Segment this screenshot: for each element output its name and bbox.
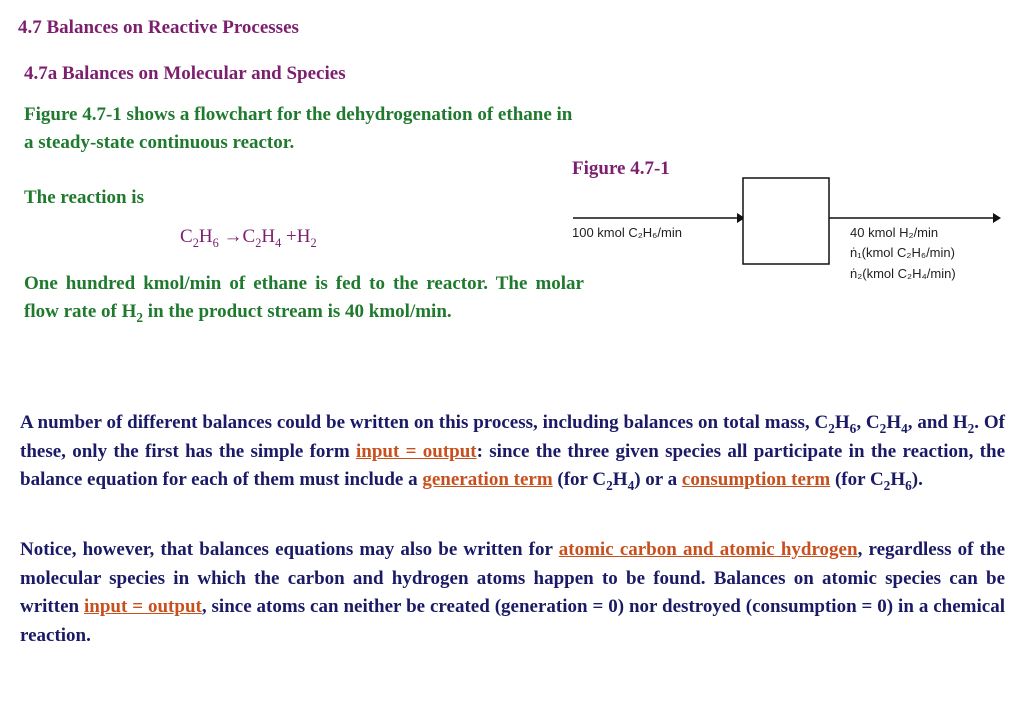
sub: 6: [849, 420, 857, 436]
text: H: [834, 412, 850, 433]
text: A number of different balances could be …: [20, 412, 829, 433]
product-arrowhead: [993, 213, 1001, 223]
section-title: 4.7 Balances on Reactive Processes: [18, 17, 299, 38]
text: (for C: [552, 469, 607, 490]
reaction-label: The reaction is: [24, 187, 144, 208]
link-generation-term[interactable]: generation term: [422, 469, 553, 490]
eq-reactant-c: C: [180, 226, 193, 247]
link-input-output-2[interactable]: input = output: [84, 596, 202, 617]
sub: 2: [883, 477, 891, 493]
sub: 4: [901, 420, 908, 436]
reaction-equation: C2H6 →C2H4 +H2: [180, 226, 317, 250]
flowchart-diagram: 100 kmol C₂H₆/min 40 kmol H₂/min ṅ₁(kmol…: [572, 177, 1001, 281]
product-label-ethylene: ṅ₂(kmol C₂H₄/min): [850, 266, 956, 281]
link-atomic-carbon-hydrogen[interactable]: atomic carbon and atomic hydrogen: [558, 539, 858, 560]
feed-text-part2: in the product stream is 40 kmol/min.: [143, 301, 452, 322]
feed-label: 100 kmol C₂H₆/min: [572, 225, 682, 240]
eq-product2-h: H: [296, 226, 311, 247]
sub: 2: [879, 420, 887, 436]
text: ).: [911, 469, 923, 490]
figure-caption: Figure 4.7-1: [572, 158, 670, 179]
feed-text-part1: One hundred kmol/min of ethane is fed to…: [24, 273, 584, 322]
text: Notice, however, that balances equations…: [20, 539, 559, 560]
eq-product1-h: H: [261, 226, 276, 247]
text: H: [886, 412, 902, 433]
eq-sub: 2: [310, 235, 317, 250]
text: H: [612, 469, 628, 490]
eq-sub: 6: [212, 235, 219, 250]
sub: 6: [905, 477, 912, 493]
text: , since atoms can neither be created (ge…: [20, 596, 1005, 646]
eq-sub: 2: [255, 235, 262, 250]
text: , regardless of the molecular species in…: [20, 539, 1005, 617]
text: : since the three given species all part…: [20, 440, 1005, 491]
eq-plus: +: [286, 226, 297, 247]
body-paragraph-2: Notice, however, that balances equations…: [20, 536, 1005, 650]
link-consumption-term[interactable]: consumption term: [681, 469, 831, 490]
sub: 2: [828, 420, 835, 436]
body-paragraph-1: A number of different balances could be …: [20, 409, 1005, 495]
eq-arrow: →: [223, 226, 243, 247]
eq-product1-c: C: [242, 226, 256, 247]
reactor-box: [742, 177, 830, 265]
link-input-output[interactable]: input = output: [356, 440, 477, 462]
feed-paragraph: One hundred kmol/min of ethane is fed to…: [24, 270, 584, 326]
eq-sub: 2: [192, 235, 199, 250]
sub: 4: [627, 477, 635, 493]
sub: 2: [606, 477, 613, 493]
text: (for C: [830, 469, 884, 490]
feed-arrowhead: [737, 213, 745, 223]
product-label-h2: 40 kmol H₂/min: [850, 225, 938, 240]
text: ) or a: [634, 469, 682, 490]
feed-sub: 2: [136, 309, 144, 325]
product-label-ethane: ṅ₁(kmol C₂H₆/min): [850, 245, 955, 260]
intro-paragraph: Figure 4.7-1 shows a flowchart for the d…: [24, 104, 573, 153]
text: , and H: [907, 412, 968, 433]
sub: 2: [967, 420, 975, 436]
text: H: [890, 469, 906, 490]
text: . Of these, only the first has the simpl…: [20, 412, 1006, 462]
eq-reactant-h: H: [198, 226, 213, 247]
subsection-title: 4.7a Balances on Molecular and Species: [24, 63, 346, 84]
text: , C: [856, 412, 880, 433]
eq-sub: 4: [275, 235, 282, 250]
